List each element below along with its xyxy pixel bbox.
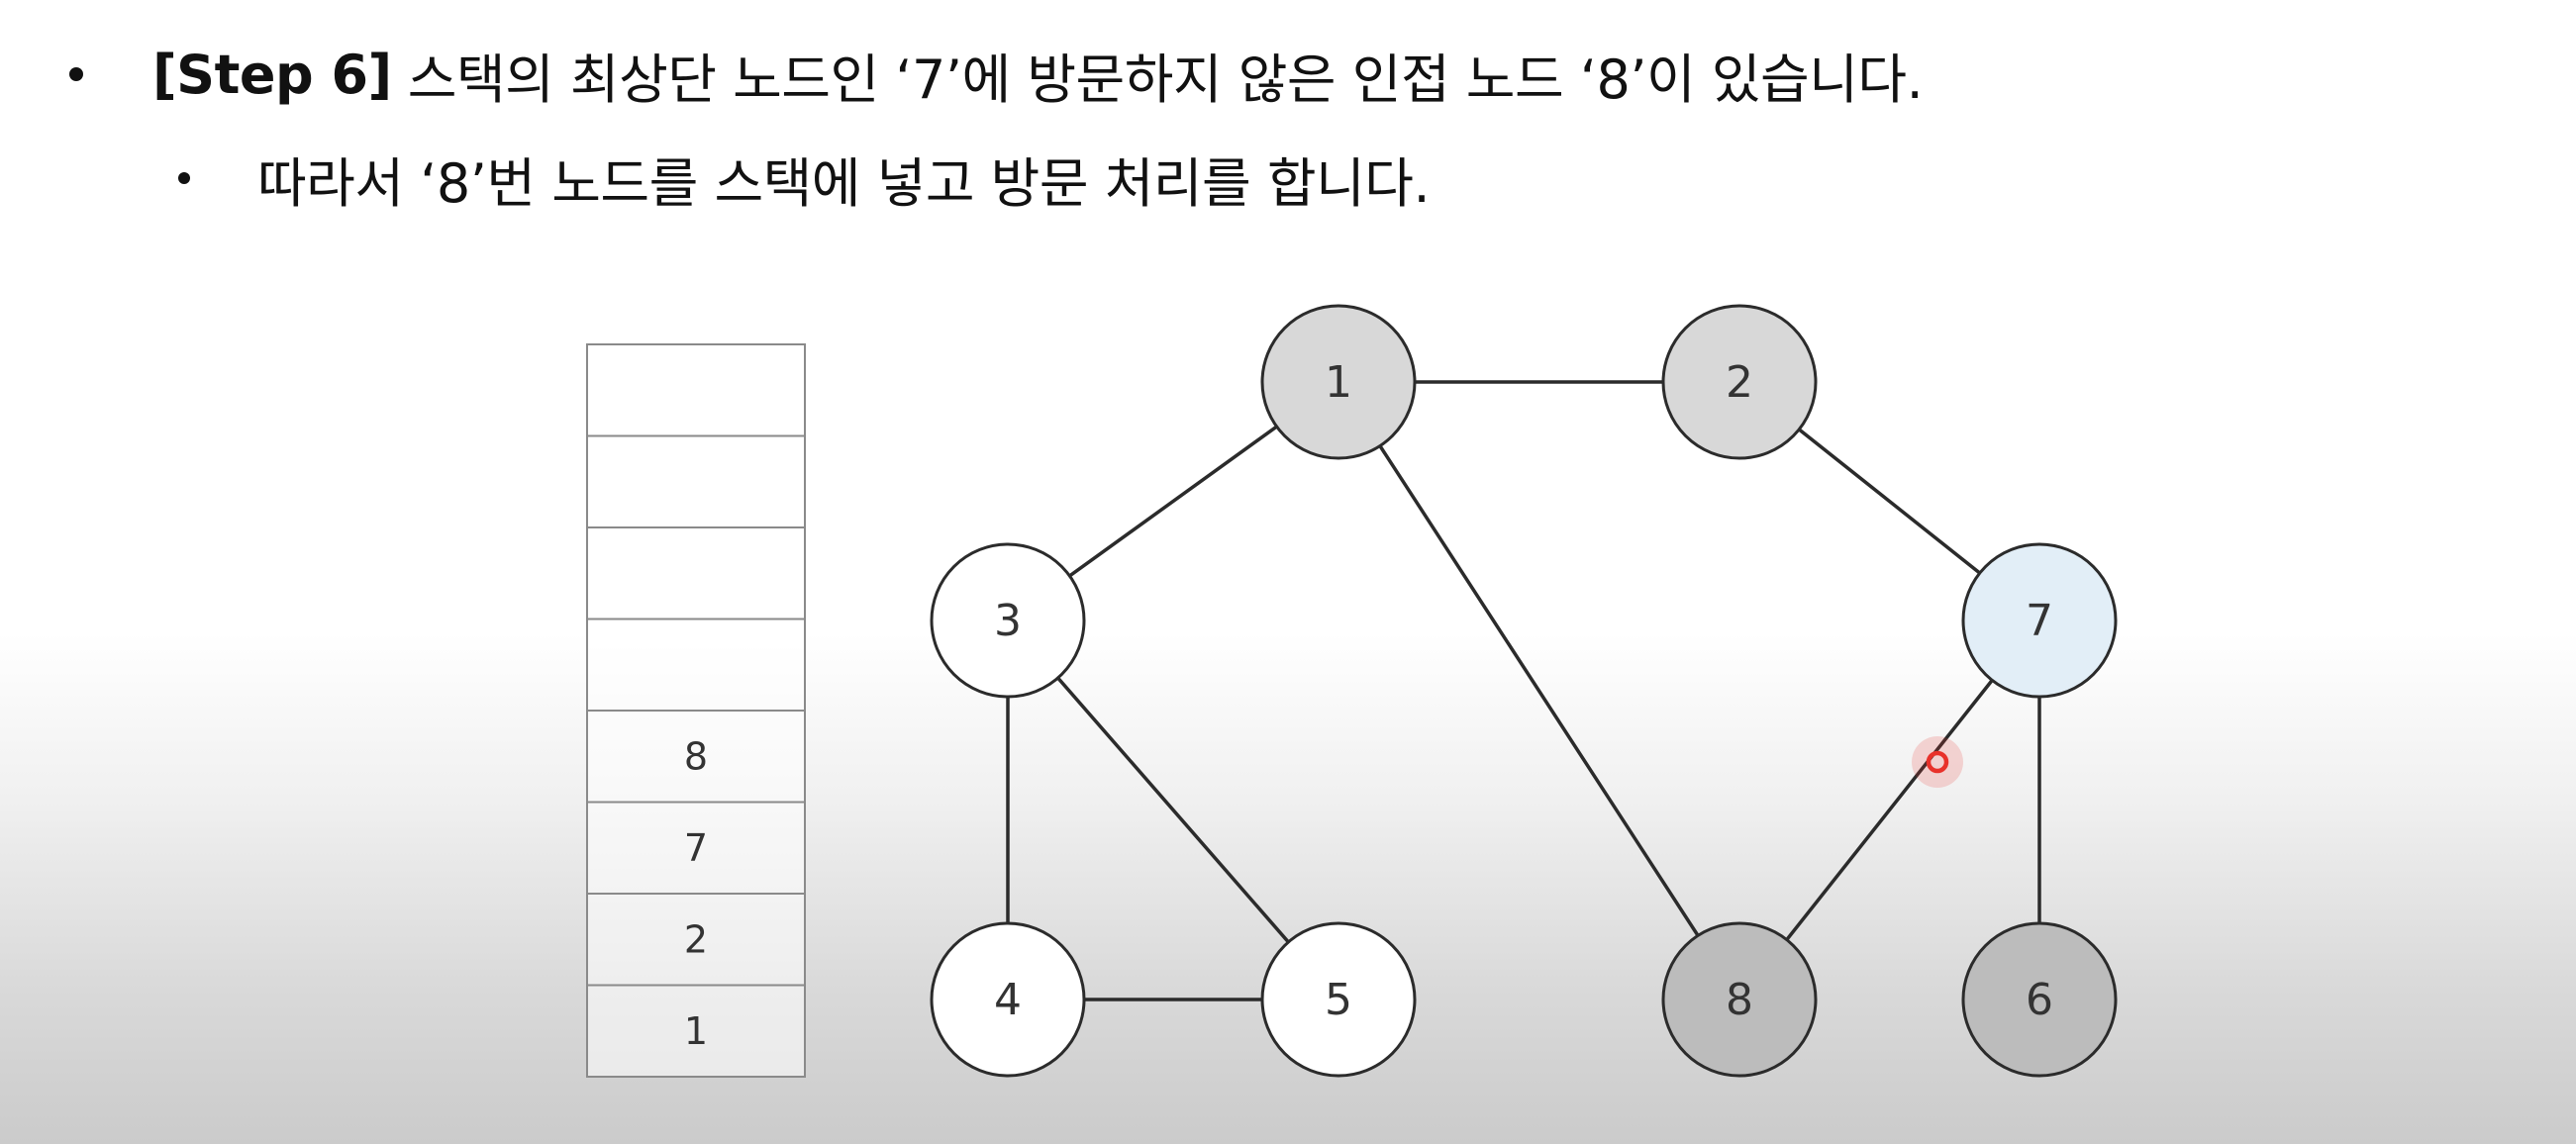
node-label: 1 [1325,357,1352,408]
graph-nodes: 1 2 3 4 5 6 7 8 [930,304,2118,1078]
node-label: 6 [2026,975,2053,1025]
stack-slot [586,434,806,528]
cursor-pointer-icon [1912,736,1963,788]
node-circle [1661,304,1818,460]
node-3: 3 [930,542,1086,699]
node-4: 4 [930,921,1086,1078]
graph-edges [1006,380,2041,1001]
stack-slot [586,343,806,437]
node-label: 5 [1325,975,1352,1025]
node-label: 8 [1726,975,1753,1025]
node-circle [1260,304,1417,460]
node-label: 7 [2026,596,2053,646]
node-circle [930,542,1086,699]
edge-7-8 [1737,619,2041,1001]
stack-slot [586,618,806,712]
stack-slot [586,801,806,895]
node-7: 7 [1961,542,2118,699]
edge-1-8 [1337,380,1741,1001]
node-label: 4 [994,975,1022,1025]
cursor-ring [1926,750,1949,774]
stack-slot [586,984,806,1078]
node-circle [930,921,1086,1078]
stack-slot [586,893,806,987]
stack-slot [586,526,806,620]
node-circle [1961,921,2118,1078]
edge-3-5 [1006,619,1340,1001]
stack: 8 7 2 1 [586,343,806,1078]
node-circle [1260,921,1417,1078]
step-label: [Step 6] [152,43,392,106]
bullet-icon [178,172,190,184]
node-1: 1 [1260,304,1417,460]
bullet-step-6: [Step 6] 스택의 최상단 노드인 ‘7’에 방문하지 않은 인접 노드 … [69,30,1924,119]
node-8: 8 [1661,921,1818,1078]
cursor-glow [1912,736,1963,788]
stack-slot-label: 1 [684,1009,708,1053]
node-circle [1661,921,1818,1078]
node-circle [1961,542,2118,699]
node-6: 6 [1961,921,2118,1078]
node-label: 2 [1726,357,1753,408]
stack-slot [586,710,806,804]
stack-slot-label: 7 [684,826,708,870]
node-5: 5 [1260,921,1417,1078]
node-2: 2 [1661,304,1818,460]
bullet-icon [69,67,83,81]
sub-point-text: 따라서 ‘8’번 노드를 스택에 넣고 방문 처리를 합니다. [257,151,1431,215]
step-description: 스택의 최상단 노드인 ‘7’에 방문하지 않은 인접 노드 ‘8’이 있습니다… [407,48,1924,111]
stack-slot-label: 2 [684,917,708,961]
node-label: 3 [994,596,1022,646]
stack-slot-label: 8 [684,734,708,778]
bullet-sub-point: 따라서 ‘8’번 노드를 스택에 넣고 방문 처리를 합니다. [178,134,1431,223]
